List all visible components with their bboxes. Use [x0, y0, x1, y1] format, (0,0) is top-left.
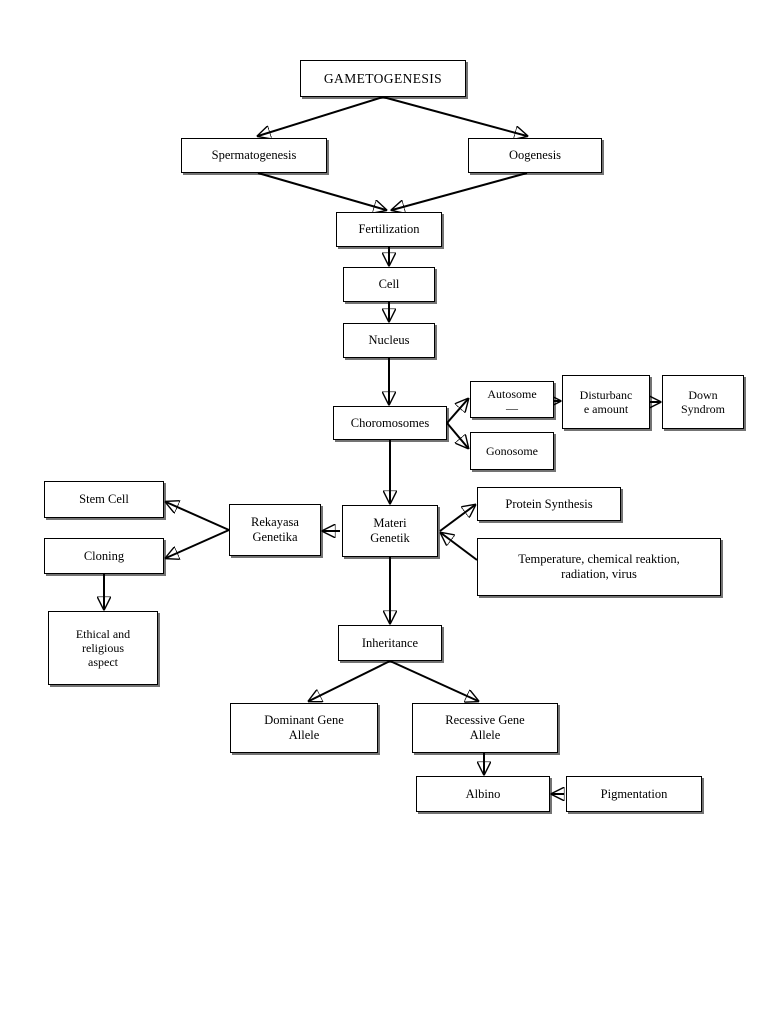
node-label-disturbance: Disturbanc e amount — [579, 387, 633, 416]
node-protein: Protein Synthesis — [477, 487, 621, 521]
edge-gametogenesis-to-spermatogenesis — [258, 96, 384, 136]
edge-inheritance-to-dominant — [309, 660, 391, 701]
node-label-cell: Cell — [378, 277, 400, 292]
edge-inheritance-to-recessive — [389, 660, 478, 701]
node-label-materi_genetik: Materi Genetik — [370, 516, 410, 545]
edge-spermatogenesis-to-fertilization — [257, 172, 386, 210]
node-label-choromosomes: Choromosomes — [350, 415, 430, 430]
node-label-inheritance: Inheritance — [361, 635, 419, 650]
node-dominant: Dominant Gene Allele — [230, 703, 378, 753]
edge-materi_genetik-to-protein — [439, 505, 475, 532]
node-label-ethical: Ethical and religious aspect — [75, 626, 131, 670]
node-label-fertilization: Fertilization — [358, 222, 420, 237]
node-ethical: Ethical and religious aspect — [48, 611, 158, 685]
node-cloning: Cloning — [44, 538, 164, 574]
node-label-dominant: Dominant Gene Allele — [264, 713, 344, 742]
node-gametogenesis: GAMETOGENESIS — [300, 60, 466, 97]
node-label-oogenesis: Oogenesis — [508, 148, 562, 163]
node-temperature: Temperature, chemical reaktion, radiatio… — [477, 538, 721, 596]
node-label-cloning: Cloning — [83, 548, 125, 563]
node-label-autosome: Autosome — — [487, 387, 537, 416]
node-label-gametogenesis: GAMETOGENESIS — [323, 70, 443, 86]
node-label-pigmentation: Pigmentation — [600, 786, 668, 801]
node-label-recessive: Recessive Gene Allele — [445, 713, 525, 742]
edge-rekayasa-to-cloning — [166, 529, 230, 558]
node-label-nucleus: Nucleus — [368, 333, 410, 348]
node-pigmentation: Pigmentation — [566, 776, 702, 812]
node-label-protein: Protein Synthesis — [505, 496, 593, 511]
node-oogenesis: Oogenesis — [468, 138, 602, 173]
node-nucleus: Nucleus — [343, 323, 435, 358]
edge-temperature-to-materi_genetik — [441, 533, 478, 561]
node-spermatogenesis: Spermatogenesis — [181, 138, 327, 173]
node-label-albino: Albino — [465, 786, 501, 801]
node-label-temperature: Temperature, chemical reaktion, radiatio… — [518, 552, 680, 581]
edge-gametogenesis-to-oogenesis — [382, 96, 527, 136]
node-materi_genetik: Materi Genetik — [342, 505, 438, 557]
edge-oogenesis-to-fertilization — [392, 172, 528, 210]
node-stem_cell: Stem Cell — [44, 481, 164, 518]
node-fertilization: Fertilization — [336, 212, 442, 247]
node-albino: Albino — [416, 776, 550, 812]
node-label-rekayasa: Rekayasa Genetika — [251, 515, 299, 544]
node-cell: Cell — [343, 267, 435, 302]
node-choromosomes: Choromosomes — [333, 406, 447, 440]
node-gonosome: Gonosome — [470, 432, 554, 470]
node-label-stem_cell: Stem Cell — [79, 492, 129, 507]
node-rekayasa: Rekayasa Genetika — [229, 504, 321, 556]
node-down_syndrom: Down Syndrom — [662, 375, 744, 429]
node-inheritance: Inheritance — [338, 625, 442, 661]
node-disturbance: Disturbanc e amount — [562, 375, 650, 429]
node-recessive: Recessive Gene Allele — [412, 703, 558, 753]
edge-rekayasa-to-stem_cell — [166, 502, 230, 531]
edge-choromosomes-to-gonosome — [446, 422, 468, 448]
node-label-gonosome: Gonosome — [486, 443, 538, 458]
edge-choromosomes-to-autosome — [446, 399, 468, 424]
node-label-down_syndrom: Down Syndrom — [680, 387, 725, 416]
node-autosome: Autosome — — [470, 381, 554, 418]
node-label-spermatogenesis: Spermatogenesis — [211, 148, 297, 163]
